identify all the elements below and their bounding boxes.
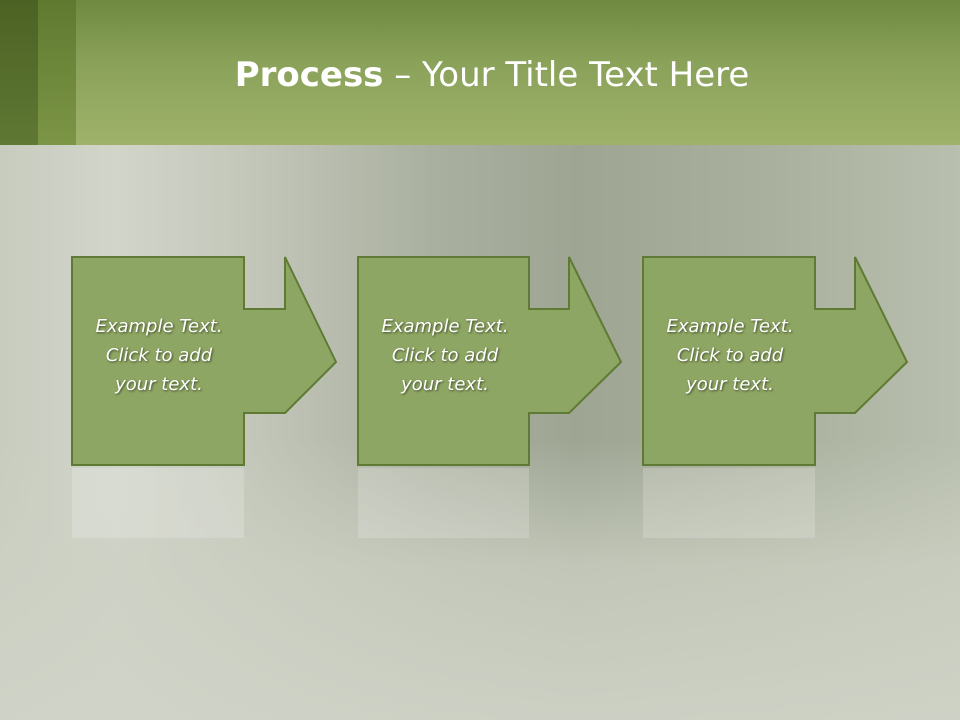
- slide-title[interactable]: Process – Your Title Text Here: [0, 50, 960, 100]
- process-arrow-shape: [642, 256, 909, 466]
- title-rest: – Your Title Text Here: [383, 55, 750, 95]
- title-band-accent-strip: [38, 0, 76, 145]
- process-step-reflection: [71, 468, 381, 538]
- process-arrow-shape: [71, 256, 338, 466]
- process-step-reflection: [642, 468, 952, 538]
- title-band-accent-strip: [0, 0, 38, 145]
- process-step-3[interactable]: Example Text. Click to add your text.: [642, 256, 952, 468]
- process-arrow-shape: [357, 256, 623, 466]
- process-step-reflection: [357, 468, 667, 538]
- step-text[interactable]: Example Text. Click to add your text.: [381, 316, 509, 395]
- title-band: Process – Your Title Text Here: [0, 0, 960, 145]
- step-text[interactable]: Example Text. Click to add your text.: [95, 316, 223, 395]
- background-fade: [0, 440, 960, 720]
- process-step-2[interactable]: Example Text. Click to add your text.: [357, 256, 667, 468]
- process-step-1[interactable]: Example Text. Click to add your text.: [71, 256, 381, 468]
- title-bold: Process: [234, 55, 384, 95]
- step-text[interactable]: Example Text. Click to add your text.: [666, 316, 794, 395]
